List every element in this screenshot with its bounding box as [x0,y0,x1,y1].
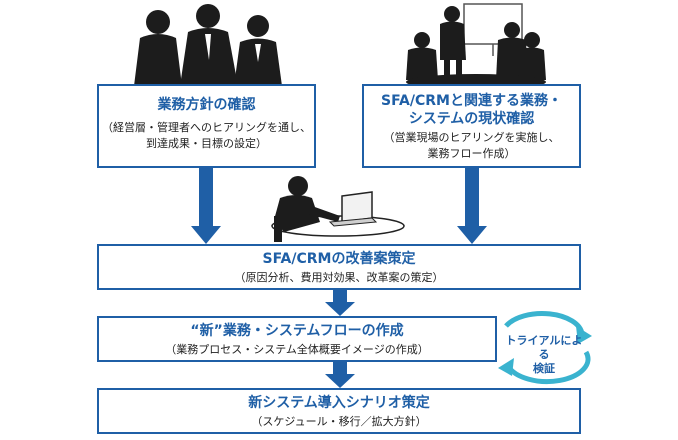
status-sub-line-1: （営業現場のヒアリングを実施し、 [383,131,560,144]
arrow-status-to-improve [457,168,487,244]
scenario-sub: （スケジュール・移行／拡大方針） [251,415,427,428]
status-confirmation-box: SFA/CRMと関連する業務・ システムの現状確認 （営業現場のヒアリングを実施… [362,84,581,168]
presentation-meeting-illustration [406,3,546,90]
improvement-sub: （原因分析、費用対効果、改革案の策定） [234,271,444,284]
trial-cycle-arrowheads [498,326,592,376]
new-flow-sub: （業務プロセス・システム全体概要イメージの作成） [165,343,429,356]
scenario-box: 新システム導入シナリオ策定 （スケジュール・移行／拡大方針） [97,388,581,434]
scenario-title: 新システム導入シナリオ策定 [248,395,430,411]
policy-title: 業務方針の確認 [157,97,256,113]
trial-verification-label: トライアルによる 検証 [504,334,584,376]
trial-label-line-1: トライアルによる [505,334,583,361]
trial-cycle-icon [504,311,591,385]
status-title-line-2: システムの現状確認 [408,111,535,127]
business-meeting-illustration [134,4,282,86]
arrow-newflow-to-scenario [325,362,355,388]
new-flow-box: “新”業務・システムフローの作成 （業務プロセス・システム全体概要イメージの作成… [97,316,497,362]
policy-sub-line-1: （経営層・管理者へのヒアリングを通し、 [102,121,311,134]
improvement-title: SFA/CRMの改善案策定 [262,251,416,267]
status-sub-line-2: 業務フロー作成） [427,147,516,160]
arrow-policy-to-improve [191,168,221,244]
status-title-line-1: SFA/CRMと関連する業務・ [381,93,562,109]
improvement-plan-box: SFA/CRMの改善案策定 （原因分析、費用対効果、改革案の策定） [97,244,581,290]
flow-arrows [191,168,487,388]
new-flow-title: “新”業務・システムフローの作成 [190,323,404,339]
trial-label-line-2: 検証 [533,362,555,375]
person-at-laptop-illustration [271,176,405,242]
arrow-improve-to-newflow [325,290,355,316]
policy-sub-line-2: 到達成果・目標の設定） [146,137,267,150]
policy-confirmation-box: 業務方針の確認 （経営層・管理者へのヒアリングを通し、 到達成果・目標の設定） [97,84,316,168]
